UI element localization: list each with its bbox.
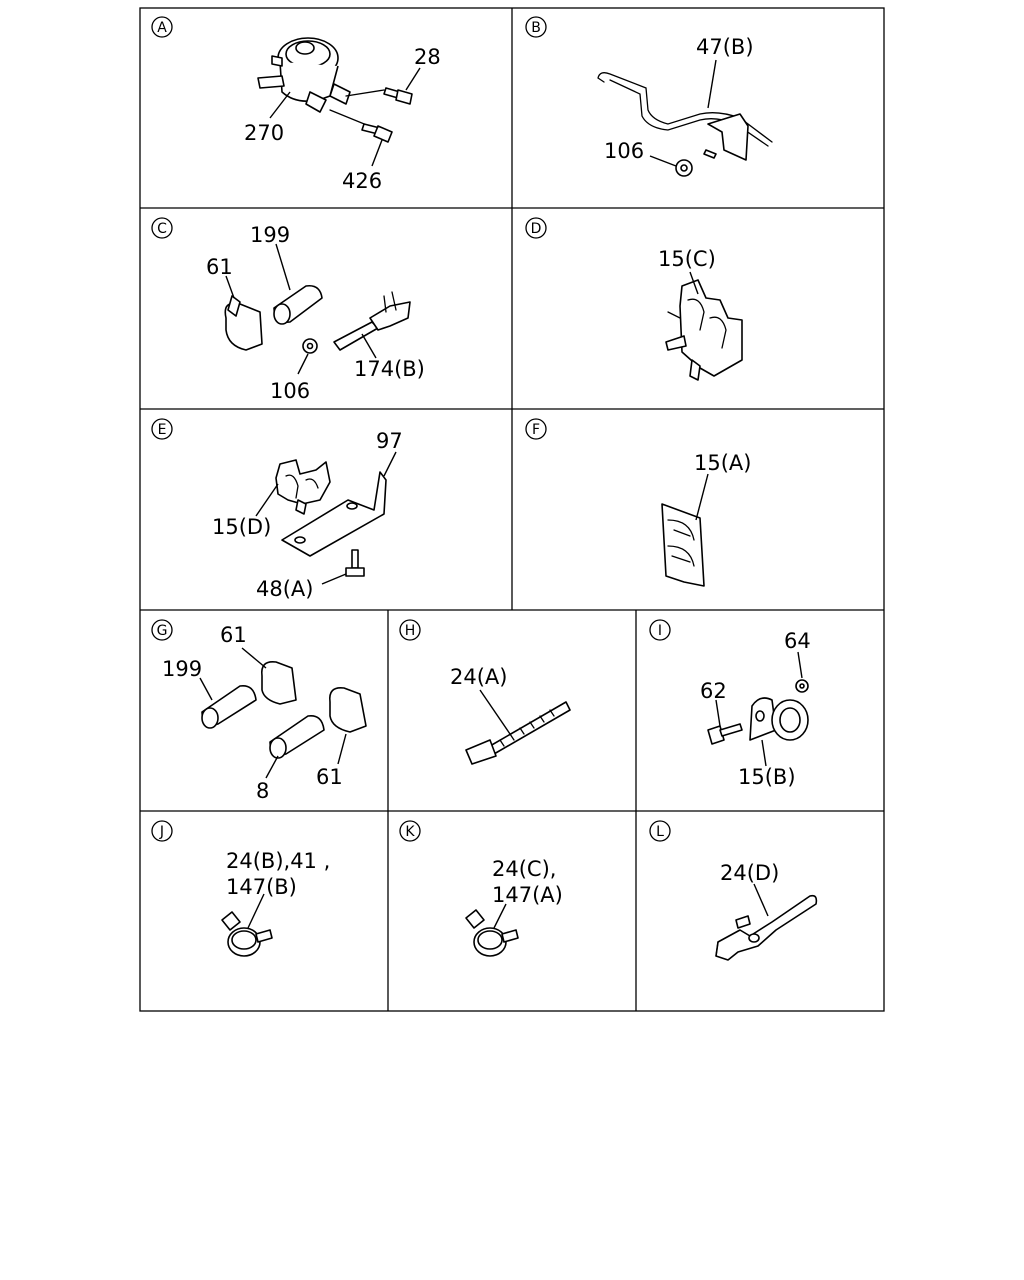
callout-label: 199: [162, 657, 202, 681]
bracket-174b-drawing: [333, 291, 411, 351]
nut-106-drawing: [302, 338, 318, 354]
panel-l: L 24(D): [649, 820, 818, 961]
bolt-62-drawing: [707, 723, 743, 745]
cable-tie-drawing: [465, 701, 571, 765]
clip-24d-drawing: [715, 894, 818, 961]
panel-h: H 24(A): [399, 619, 571, 765]
panel-d: D 15(C): [525, 217, 743, 381]
callout-label: 47(B): [696, 35, 754, 59]
callout-label: 61: [220, 623, 247, 647]
clamp-15b-drawing: [749, 697, 809, 741]
panel-letter: F: [532, 422, 540, 438]
bolt-48a-drawing: [345, 549, 365, 577]
hose-clamp-drawing: [221, 911, 273, 957]
clip-15a-drawing: [661, 503, 705, 587]
callout-label: 199: [250, 223, 290, 247]
callout-label: 15(B): [738, 765, 796, 789]
panel-letter: L: [656, 824, 664, 840]
callout-label: 15(C): [658, 247, 716, 271]
callout-label: 8: [256, 779, 269, 803]
panel-letter: G: [157, 623, 168, 639]
panel-g: G 61 199 8 61: [151, 619, 367, 803]
panel-c: C 199 61 106 174(B): [151, 217, 425, 403]
panel-letter: I: [658, 623, 662, 639]
callout-label: 61: [206, 255, 233, 279]
panel-letter: K: [405, 824, 415, 840]
washer-64-drawing: [795, 679, 809, 693]
callout-label: 270: [244, 121, 284, 145]
callout-label: 24(B),41 ,: [226, 849, 330, 873]
panel-letter: H: [405, 623, 416, 639]
clip-61-drawing: [260, 660, 297, 705]
panel-letter: J: [159, 824, 164, 840]
callout-label: 62: [700, 679, 727, 703]
callout-label: 24(A): [450, 665, 507, 689]
panel-e: E 97 15(D) 48(A): [151, 418, 403, 601]
valve-assembly-drawing: [257, 37, 385, 129]
callout-label: 106: [270, 379, 310, 403]
callout-label: 97: [376, 429, 403, 453]
callout-label: 64: [784, 629, 811, 653]
sleeve-199-drawing: [273, 284, 323, 325]
callout-label: 147(A): [492, 883, 563, 907]
panel-a: A 28 270 426: [151, 16, 441, 193]
panel-j: J 24(B),41 , 147(B): [151, 820, 330, 957]
callout-label: 24(D): [720, 861, 779, 885]
callout-label: 15(D): [212, 515, 271, 539]
callout-label: 24(C),: [492, 857, 556, 881]
panel-letter: A: [157, 20, 167, 36]
sleeve-8-drawing: [269, 714, 325, 759]
nut-106-drawing: [675, 149, 717, 177]
bolt-28-drawing: [383, 87, 413, 105]
panel-f: F 15(A): [525, 418, 751, 587]
panel-letter: E: [158, 422, 167, 438]
callout-label: 147(B): [226, 875, 297, 899]
clip-61b-drawing: [328, 686, 367, 733]
clip-15c-drawing: [665, 279, 743, 381]
callout-label: 61: [316, 765, 343, 789]
clip-61-drawing: [224, 295, 263, 351]
callout-label: 48(A): [256, 577, 313, 601]
pipe-drawing: [597, 72, 773, 161]
callout-label: 426: [342, 169, 382, 193]
callout-label: 174(B): [354, 357, 425, 381]
panel-grid: [139, 7, 885, 1012]
panel-b: B 47(B) 106: [525, 16, 773, 177]
callout-label: 28: [414, 45, 441, 69]
panel-letter: C: [157, 221, 167, 237]
panel-k: K 24(C), 147(A): [399, 820, 563, 957]
sleeve-199-drawing: [201, 684, 257, 729]
callout-label: 106: [604, 139, 644, 163]
panel-letter: D: [531, 221, 542, 237]
clip-15d-drawing: [275, 459, 331, 515]
panel-i: I 64 62 15(B): [649, 619, 811, 789]
bolt-426-drawing: [361, 123, 393, 143]
hose-clamp-drawing: [465, 909, 519, 957]
bracket-97-drawing: [281, 471, 387, 557]
panel-letter: B: [531, 20, 541, 36]
callout-label: 15(A): [694, 451, 751, 475]
